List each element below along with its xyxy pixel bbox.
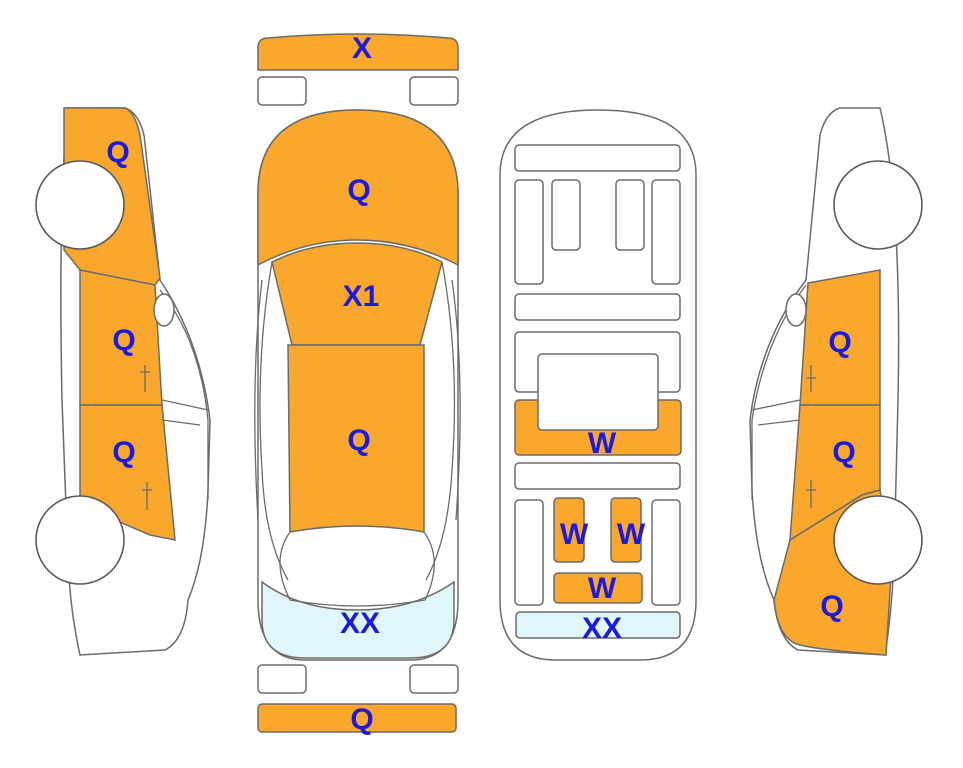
underbody-left-code: W	[560, 518, 589, 551]
left-front-wheel	[35, 160, 125, 250]
hood-code: Q	[347, 174, 370, 207]
underbody-left-panel[interactable]	[553, 497, 585, 563]
left-side-window-line-2	[161, 399, 209, 411]
top-right-side-line	[425, 261, 456, 581]
right-side-view: Q Q Q	[749, 107, 923, 656]
underbody-right-panel[interactable]	[610, 497, 642, 563]
right-front-handle	[806, 365, 816, 392]
right-rear-handle	[806, 480, 816, 508]
top-left-side-line-2	[254, 279, 263, 521]
front-bumper-panel[interactable]	[257, 33, 459, 71]
left-rear-door-code: Q	[112, 436, 135, 469]
windshield-code: X1	[343, 280, 380, 313]
top-left-side-line	[259, 261, 289, 581]
front-right-light	[409, 76, 459, 106]
right-rear-wheel	[833, 495, 923, 585]
underbody-view: W W W W XX	[499, 109, 697, 661]
underbody-left-rail	[514, 179, 544, 285]
left-front-door-code: Q	[112, 324, 135, 357]
underbody-rear-left-rail	[514, 499, 544, 606]
left-side-view: Q Q Q	[35, 107, 211, 656]
right-quarter-code: Q	[820, 590, 843, 623]
underbody-front-bar	[514, 144, 681, 172]
top-right-side-line-2	[451, 279, 461, 521]
underbody-mid-code: W	[588, 427, 617, 460]
roof-code: Q	[347, 424, 370, 457]
hood-panel[interactable]	[257, 109, 459, 267]
underbody-tank	[537, 353, 659, 431]
right-mirror	[785, 293, 807, 327]
underbody-glass-code: XX	[582, 612, 622, 645]
left-rear-wheel	[35, 495, 125, 585]
windshield-panel[interactable]	[271, 242, 443, 346]
rear-left-light	[257, 664, 307, 694]
rear-glass-panel[interactable]	[261, 580, 455, 659]
left-fender-code: Q	[106, 136, 129, 169]
left-front-handle	[140, 365, 150, 392]
front-left-light	[257, 76, 307, 106]
rear-right-light	[409, 664, 459, 694]
right-rear-door-code: Q	[832, 436, 855, 469]
right-side-window-line-3	[757, 419, 801, 426]
underbody-right-rail	[651, 179, 681, 285]
rear-bumper-panel[interactable]	[257, 703, 457, 733]
left-side-window-line-3	[161, 419, 201, 426]
underbody-inner-right	[615, 179, 645, 251]
top-view: X Q X1 Q XX Q	[254, 32, 461, 736]
underbody-rear-right-rail	[651, 499, 681, 606]
rear-glass-code: XX	[340, 607, 380, 640]
underbody-right-code: W	[617, 518, 646, 551]
underbody-cross-1	[514, 293, 681, 321]
rear-window-line	[279, 531, 435, 607]
left-mirror	[153, 293, 175, 327]
left-rear-handle	[142, 482, 152, 510]
underbody-cross-3	[514, 462, 681, 490]
right-side-window-line-2	[751, 399, 801, 411]
right-front-door-code: Q	[828, 326, 851, 359]
front-bumper-code: X	[352, 32, 372, 65]
rear-bumper-code: Q	[350, 703, 373, 736]
underbody-rear-panel[interactable]	[553, 572, 643, 604]
underbody-inner-left	[551, 179, 581, 251]
roof-panel[interactable]	[287, 344, 425, 533]
underbody-glass-panel[interactable]	[515, 611, 681, 639]
underbody-rear-code: W	[588, 572, 617, 605]
right-front-wheel	[833, 160, 923, 250]
